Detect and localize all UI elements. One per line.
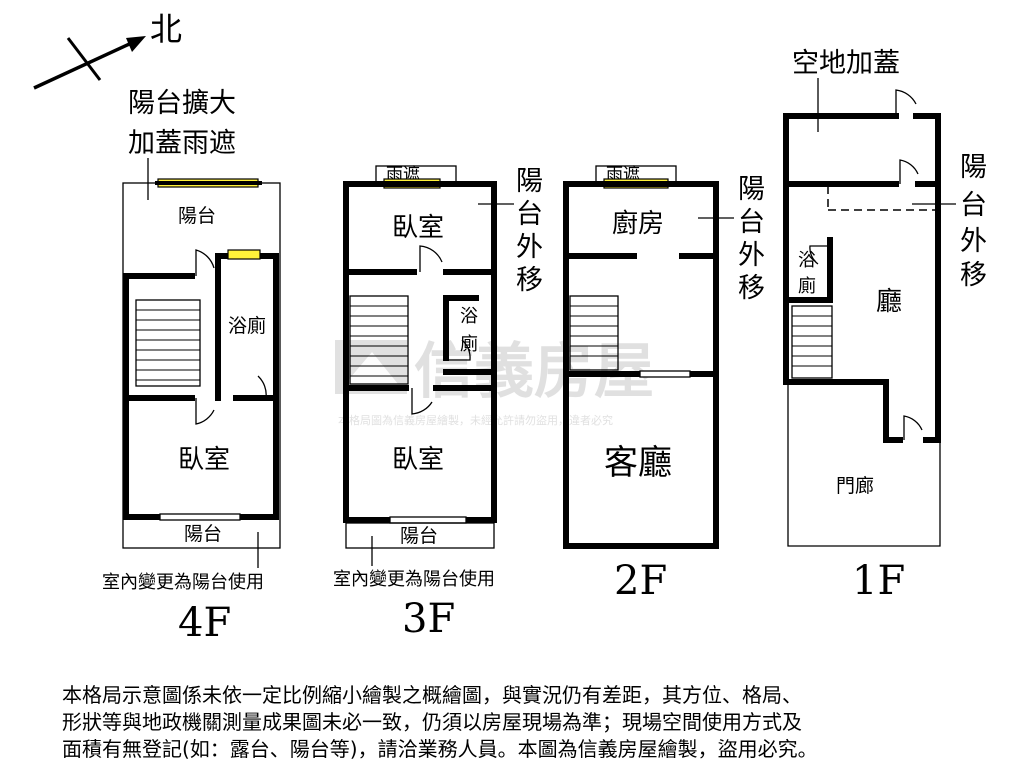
f3-stairs: [349, 295, 409, 385]
compass-cross-line: [66, 37, 102, 81]
f1-note-moved-2: 台: [960, 190, 987, 221]
f4-note-enlarged-line2: 加蓋雨遮: [128, 128, 236, 159]
f4-window-bath: [227, 249, 261, 260]
f2-room-living: 客廳: [604, 443, 672, 483]
disclaimer-line-1: 本格局示意圖係未依一定比例縮小繪製之概繪圖，與實況仍有差距，其方位、格局、: [62, 683, 802, 707]
f2-note-moved-2: 台: [738, 207, 765, 238]
f3-room-bath-2: 廁: [460, 333, 478, 355]
f1-note-moved-1: 陽: [960, 152, 987, 183]
f2-room-kitchen: 廚房: [612, 209, 664, 239]
floor-2f: 雨遮 廚房 客廳 2F 陽 台 外 移: [563, 165, 765, 604]
f4-room-balcony-bottom: 陽台: [184, 523, 222, 545]
f2-stairs: [569, 295, 619, 371]
disclaimer-line-2: 形狀等與地政機關測量成果圖未必一致，仍須以房屋現場為準；現場空間使用方式及: [62, 710, 802, 734]
f3-room-bath-1: 浴: [460, 306, 478, 327]
f3-door-bedroom-top: [419, 245, 443, 272]
f2-main-walls: [563, 181, 719, 549]
f4-door-stair: [195, 249, 215, 276]
disclaimer-line-3: 面積有無登記(如：露台、陽台等)，請洽業務人員。本圖為信義房屋繪製，盜用必究。: [62, 737, 818, 761]
f1-floor-label: 1F: [852, 558, 905, 604]
f1-door-entry: [903, 415, 923, 440]
f3-note-moved-4: 移: [516, 265, 543, 296]
f3-note-moved-1: 陽: [516, 166, 543, 197]
f1-porch-outline: [787, 382, 941, 547]
f4-room-bath: 浴廁: [228, 314, 266, 337]
f4-note-balcony-use: 室內變更為陽台使用: [102, 572, 264, 593]
floor-3f: 雨遮 臥室 浴 廁 臥室 陽台 室內變更為陽台使用 3F 陽 台: [333, 165, 543, 642]
f3-room-bedroom-bottom: 臥室: [392, 445, 444, 475]
f4-door-bedroom: [195, 398, 215, 425]
f1-door-middle: [899, 159, 919, 184]
f4-stairs: [135, 299, 201, 387]
f2-sliding-door: [639, 370, 691, 378]
f1-note-extension: 空地加蓋: [792, 48, 900, 79]
f3-door-bath: [446, 339, 471, 361]
f4-sliding-door: [159, 513, 241, 521]
f1-main-walls: [783, 113, 903, 443]
f1-room-bath-2: 廁: [798, 275, 816, 297]
f2-floor-label: 2F: [614, 558, 667, 604]
f4-room-balcony-top: 陽台: [178, 205, 216, 227]
f3-room-balcony: 陽台: [400, 525, 438, 547]
f3-door-bedroom-bottom: [411, 388, 433, 415]
floor-plan-diagram: 北 信義房屋 本格局圖為信義房屋繪製，未經允許請勿盜用，違者必究 陽台擴大 加蓋…: [33, 10, 987, 646]
f4-floor-label: 4F: [178, 600, 231, 646]
f1-door-bath: [809, 245, 830, 265]
f2-note-moved-1: 陽: [738, 174, 765, 205]
compass-north-label: 北: [150, 10, 182, 48]
f1-room-hall: 廳: [876, 287, 902, 317]
compass-arrow-head: [126, 36, 146, 52]
f1-stairs: [791, 305, 833, 379]
watermark-notice: 本格局圖為信義房屋繪製，未經允許請勿盜用，違者必究: [338, 413, 613, 427]
f4-door-bath: [240, 375, 267, 399]
f3-room-bedroom-top: 臥室: [392, 213, 444, 243]
f1-room-bath-1: 浴: [798, 250, 816, 271]
f1-door-top: [895, 89, 917, 116]
f4-room-bedroom: 臥室: [178, 445, 230, 475]
f1-note-moved-3: 外: [960, 226, 987, 257]
f4-outline: [122, 182, 281, 549]
f3-note-moved-3: 外: [516, 232, 543, 263]
north-compass: 北: [33, 10, 182, 90]
f2-note-moved-3: 外: [738, 240, 765, 271]
f2-note-moved-4: 移: [738, 273, 765, 304]
floor-4f: 陽台擴大 加蓋雨遮 陽台 浴廁 臥室: [102, 88, 281, 646]
floor-1f: 空地加蓋 浴 廁 廳 門廊 1F 陽 台 外 移: [783, 48, 987, 604]
f3-main-walls: [343, 181, 497, 523]
f3-note-moved-2: 台: [516, 199, 543, 230]
f1-room-porch: 門廊: [836, 475, 874, 497]
f3-floor-label: 3F: [402, 596, 455, 642]
f4-note-enlarged-line1: 陽台擴大: [128, 88, 236, 119]
disclaimer: 本格局示意圖係未依一定比例縮小繪製之概繪圖，與實況仍有差距，其方位、格局、 形狀…: [62, 682, 1002, 763]
f3-note-balcony-use: 室內變更為陽台使用: [333, 569, 495, 590]
f3-balcony-outline: [345, 522, 495, 549]
f1-note-moved-4: 移: [960, 260, 987, 291]
